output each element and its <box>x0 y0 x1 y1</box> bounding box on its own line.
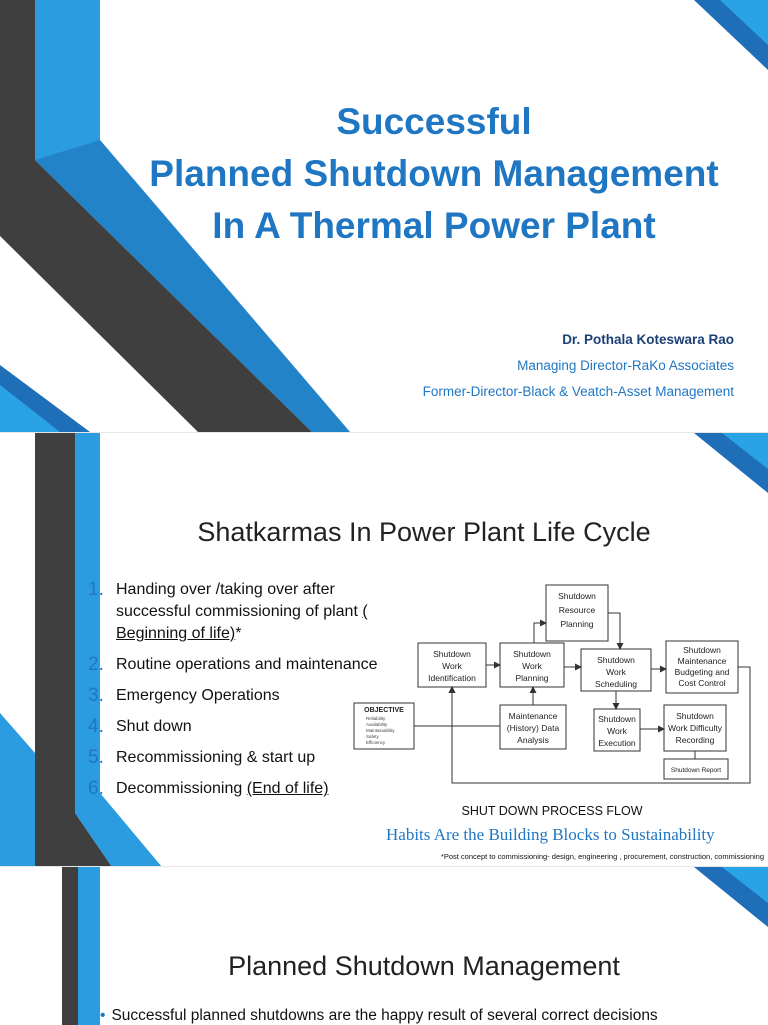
svg-text:Work: Work <box>607 726 627 736</box>
author-block: Dr. Pothala Koteswara Rao Managing Direc… <box>423 330 734 408</box>
svg-text:Maintenance: Maintenance <box>509 711 558 721</box>
svg-text:Availability: Availability <box>366 722 388 727</box>
shutdown-process-flow-diagram: Shutdown Resource Planning Shutdown Work… <box>353 584 751 784</box>
svg-text:Analysis: Analysis <box>517 735 549 745</box>
list-item: 4. Shut down <box>88 716 192 737</box>
habits-tagline: Habits Are the Building Blocks to Sustai… <box>386 825 715 844</box>
box-history-analysis <box>499 704 567 750</box>
svg-text:Shutdown: Shutdown <box>513 649 551 659</box>
slide-heading: Shatkarmas In Power Plant Life Cycle <box>197 517 651 547</box>
title-line-1: Successful <box>336 101 532 142</box>
footnote: *Post concept to commissioning- design, … <box>440 852 764 861</box>
box-shutdown-report <box>663 758 729 780</box>
svg-text:OBJECTIVE: OBJECTIVE <box>364 707 404 714</box>
svg-text:Maintenance: Maintenance <box>678 656 727 666</box>
bullet-icon: • <box>100 1007 106 1024</box>
svg-text:Work Difficulty: Work Difficulty <box>668 723 723 733</box>
svg-text:Recording: Recording <box>676 735 715 745</box>
slide-decoration <box>62 867 768 1025</box>
svg-text:Reliability: Reliability <box>366 716 386 721</box>
svg-text:Shutdown Report: Shutdown Report <box>671 767 721 774</box>
svg-text:Shutdown: Shutdown <box>683 645 721 655</box>
list-item: 2. Routine operations and maintenance <box>88 654 378 675</box>
box-difficulty-recording <box>663 704 727 752</box>
slide-title: Successful Planned Shutdown Management I… <box>0 0 768 432</box>
svg-text:Scheduling: Scheduling <box>595 679 637 689</box>
svg-text:Work: Work <box>442 661 462 671</box>
bullet-item: •Successful planned shutdowns are the ha… <box>100 1007 658 1024</box>
svg-text:(History) Data: (History) Data <box>507 723 560 733</box>
title-line-3: In A Thermal Power Plant <box>212 205 656 246</box>
slide-shatkarmas: Shatkarmas In Power Plant Life Cycle 1. … <box>0 432 768 867</box>
svg-text:Work: Work <box>606 667 626 677</box>
svg-text:Execution: Execution <box>598 738 636 748</box>
author-name: Dr. Pothala Koteswara Rao <box>562 332 734 347</box>
svg-text:Budgeting and: Budgeting and <box>675 667 730 677</box>
slide-decoration <box>0 0 768 432</box>
svg-text:Efficiency: Efficiency <box>366 740 386 745</box>
list-item: 6. Decommissioning (End of life) <box>88 778 329 799</box>
slide-heading: Planned Shutdown Management <box>228 951 620 981</box>
lifecycle-list: 1. Handing over /taking over after succe… <box>88 579 378 809</box>
title-line-2: Planned Shutdown Management <box>149 153 719 194</box>
slide-decoration <box>0 433 768 867</box>
svg-text:Shutdown: Shutdown <box>558 591 596 601</box>
box-work-execution <box>593 708 641 752</box>
list-item: 5. Recommissioning & start up <box>88 747 316 768</box>
svg-text:Safety: Safety <box>366 734 380 739</box>
svg-text:Shutdown: Shutdown <box>598 714 636 724</box>
list-item: 3. Emergency Operations <box>88 685 280 706</box>
diagram-caption: SHUT DOWN PROCESS FLOW <box>461 804 643 818</box>
svg-text:Cost Control: Cost Control <box>678 678 725 688</box>
svg-text:Resource: Resource <box>559 605 596 615</box>
slide-planned-shutdown: Planned Shutdown Management •Successful … <box>0 866 768 1025</box>
box-objective <box>353 702 415 750</box>
svg-text:Work: Work <box>522 661 542 671</box>
svg-text:Shutdown: Shutdown <box>676 711 714 721</box>
author-role-2: Former-Director-Black & Veatch-Asset Man… <box>422 384 734 399</box>
svg-text:Shutdown: Shutdown <box>597 655 635 665</box>
svg-text:Maintainability: Maintainability <box>366 728 395 733</box>
list-item: 1. Handing over /taking over after succe… <box>88 579 368 642</box>
author-role-1: Managing Director-RaKo Associates <box>517 358 734 373</box>
presentation-title: Successful Planned Shutdown Management I… <box>100 96 768 252</box>
svg-text:Planning: Planning <box>515 673 548 683</box>
svg-text:Shutdown: Shutdown <box>433 649 471 659</box>
svg-text:Identification: Identification <box>428 673 476 683</box>
box-work-planning <box>499 642 565 688</box>
svg-text:Planning: Planning <box>560 619 593 629</box>
